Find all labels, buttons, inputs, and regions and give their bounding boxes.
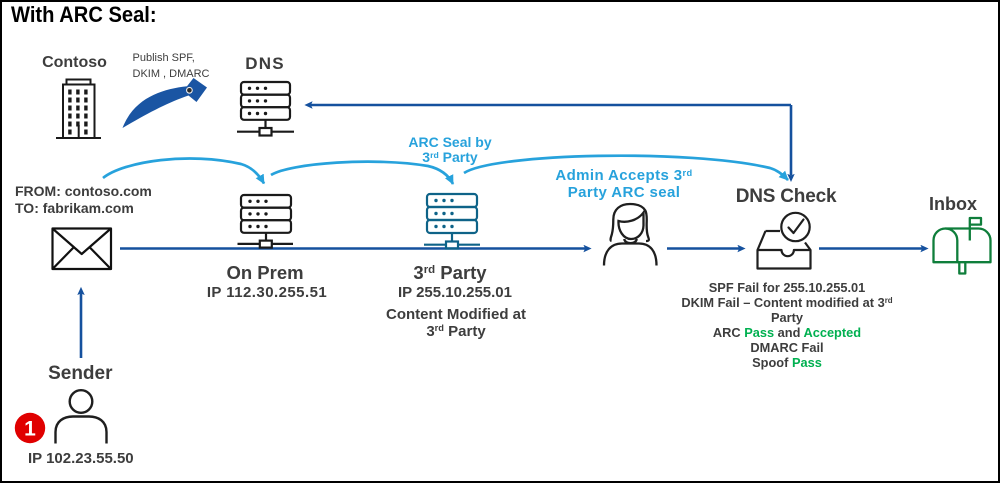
svg-text:1: 1: [24, 418, 36, 441]
